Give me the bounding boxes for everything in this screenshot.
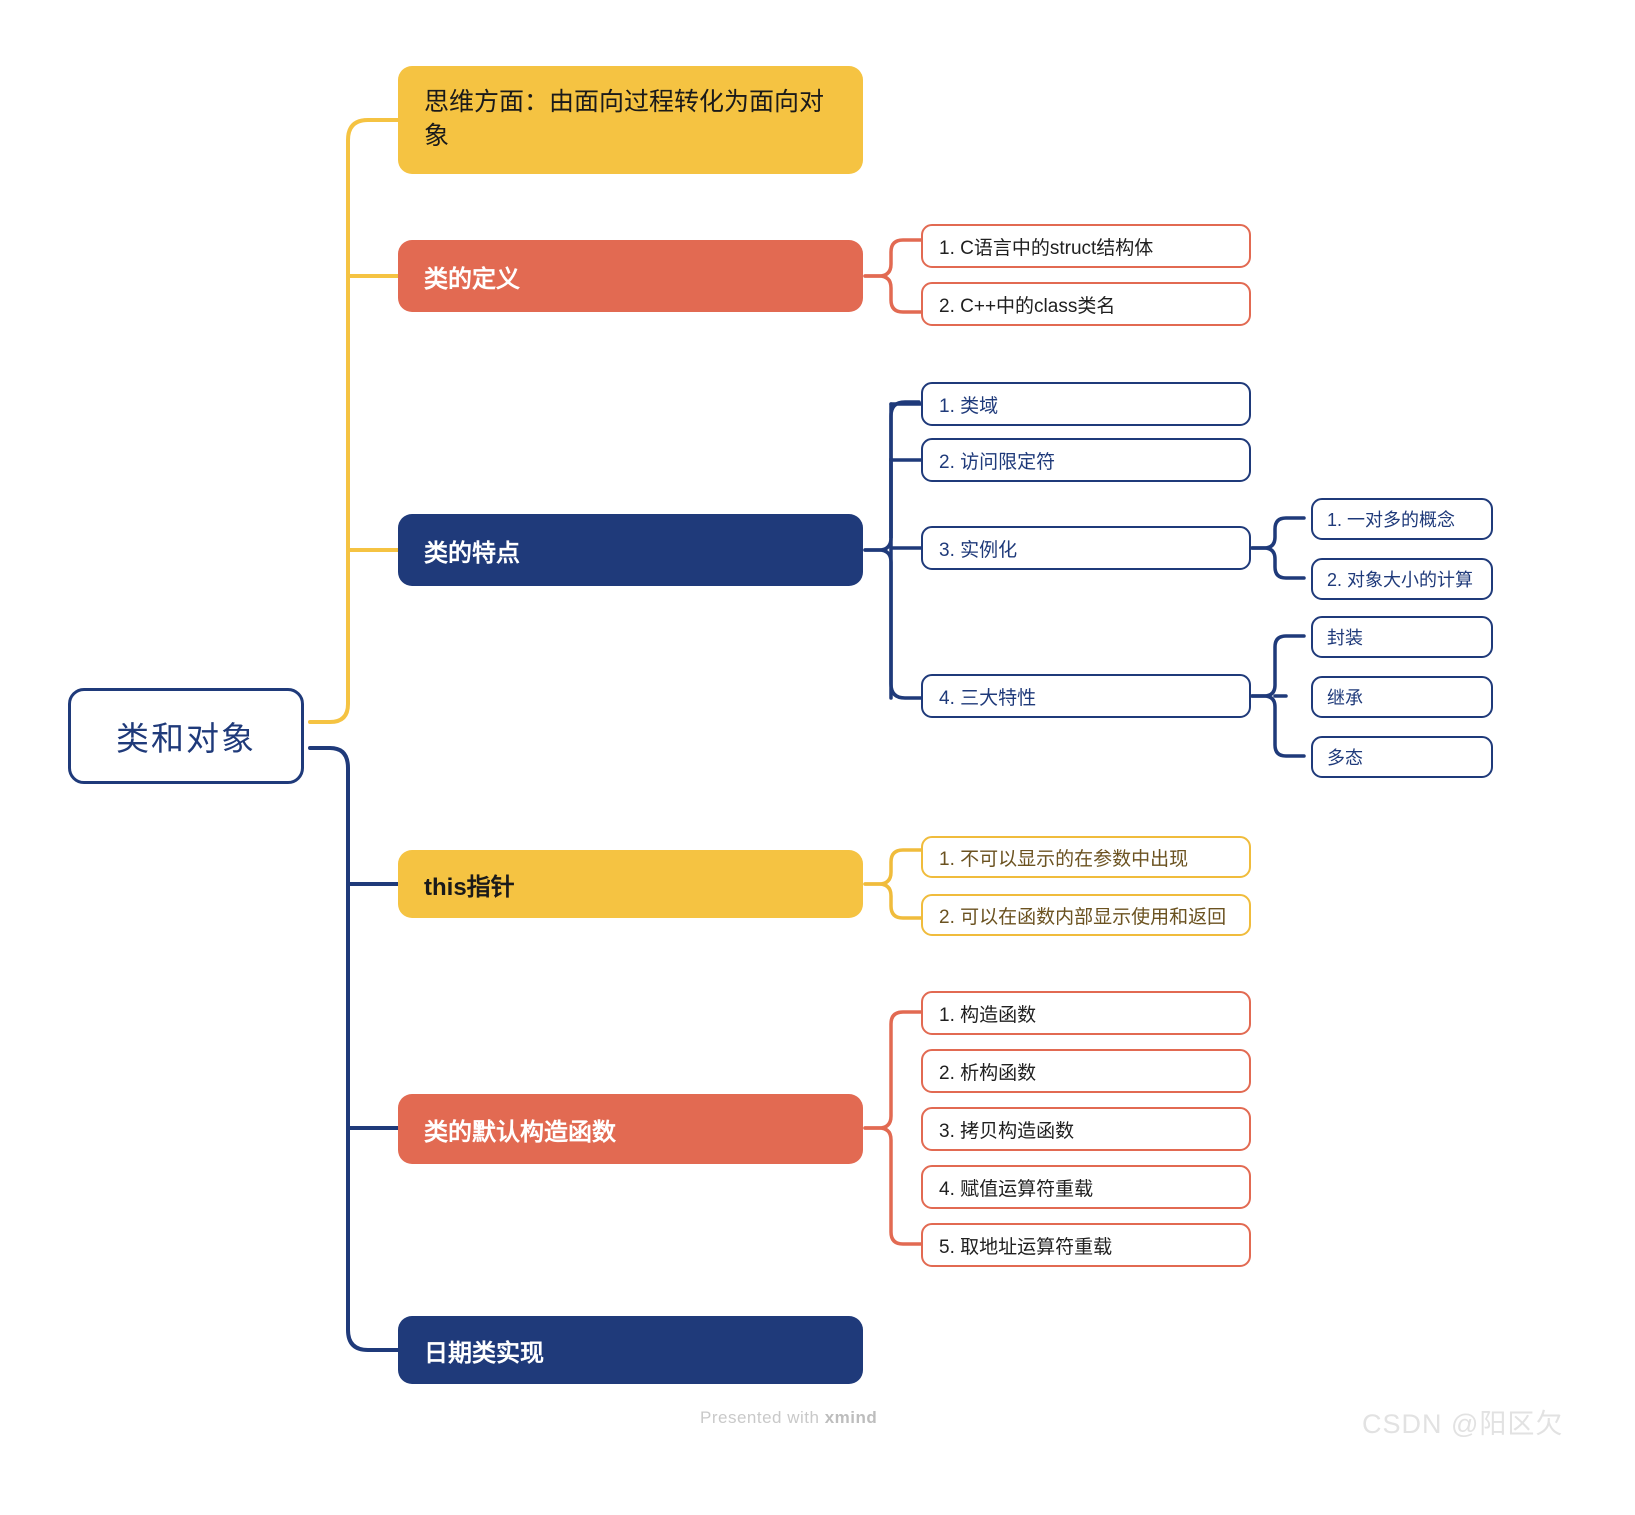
child-node-this-usable-inside[interactable]: 2. 可以在函数内部显示使用和返回 xyxy=(921,894,1251,936)
leaf-node-inheritance-label: 继承 xyxy=(1327,688,1363,708)
csdn-watermark: CSDN @阳区欠 xyxy=(1362,1409,1564,1439)
branch-node-mindset[interactable]: 思维方面：由面向过程转化为面向对象 xyxy=(398,66,863,174)
child-node-three-features[interactable]: 4. 三大特性 xyxy=(921,674,1251,718)
child-node-three-features-label: 4. 三大特性 xyxy=(939,687,1037,709)
leaf-node-object-size-label: 2. 对象大小的计算 xyxy=(1327,570,1474,590)
leaf-node-object-size[interactable]: 2. 对象大小的计算 xyxy=(1311,558,1493,600)
branch-node-class-definition[interactable]: 类的定义 xyxy=(398,240,863,312)
child-node-address-operator-label: 5. 取地址运算符重载 xyxy=(939,1236,1113,1258)
child-node-destructor-label: 2. 析构函数 xyxy=(939,1062,1037,1084)
child-node-access-specifier-label: 2. 访问限定符 xyxy=(939,451,1056,473)
branch-node-class-features[interactable]: 类的特点 xyxy=(398,514,863,586)
leaf-node-one-to-many-label: 1. 一对多的概念 xyxy=(1327,510,1456,530)
leaf-node-encapsulation-label: 封装 xyxy=(1327,628,1363,648)
child-node-this-not-in-params[interactable]: 1. 不可以显示的在参数中出现 xyxy=(921,836,1251,878)
child-node-instantiation-label: 3. 实例化 xyxy=(939,539,1018,561)
child-node-class-scope[interactable]: 1. 类域 xyxy=(921,382,1251,426)
xmind-brand-label: xmind xyxy=(824,1408,878,1427)
child-node-access-specifier[interactable]: 2. 访问限定符 xyxy=(921,438,1251,482)
leaf-node-encapsulation[interactable]: 封装 xyxy=(1311,616,1493,658)
branch-node-default-constructors-label: 类的默认构造函数 xyxy=(424,1118,616,1146)
branch-node-default-constructors[interactable]: 类的默认构造函数 xyxy=(398,1094,863,1164)
leaf-node-inheritance[interactable]: 继承 xyxy=(1311,676,1493,718)
child-node-destructor[interactable]: 2. 析构函数 xyxy=(921,1049,1251,1093)
root-node-label: 类和对象 xyxy=(116,720,256,757)
branch-node-date-class-label: 日期类实现 xyxy=(424,1339,544,1367)
child-node-assignment-operator-label: 4. 赋值运算符重载 xyxy=(939,1178,1094,1200)
child-node-class-keyword-label: 2. C++中的class类名 xyxy=(939,295,1116,317)
leaf-node-one-to-many[interactable]: 1. 一对多的概念 xyxy=(1311,498,1493,540)
child-node-struct-label: 1. C语言中的struct结构体 xyxy=(939,237,1154,259)
xmind-attribution-prefix: Presented with xyxy=(700,1408,825,1427)
branch-node-class-definition-label: 类的定义 xyxy=(424,265,520,293)
leaf-node-polymorphism[interactable]: 多态 xyxy=(1311,736,1493,778)
branch-node-this-pointer-label: this指针 xyxy=(424,873,515,901)
xmind-attribution: Presented with xmind xyxy=(700,1408,877,1428)
root-node[interactable]: 类和对象 xyxy=(68,688,304,784)
child-node-struct[interactable]: 1. C语言中的struct结构体 xyxy=(921,224,1251,268)
child-node-constructor-label: 1. 构造函数 xyxy=(939,1004,1037,1026)
branch-node-this-pointer[interactable]: this指针 xyxy=(398,850,863,918)
child-node-this-usable-inside-label: 2. 可以在函数内部显示使用和返回 xyxy=(939,906,1227,928)
child-node-instantiation[interactable]: 3. 实例化 xyxy=(921,526,1251,570)
child-node-address-operator[interactable]: 5. 取地址运算符重载 xyxy=(921,1223,1251,1267)
child-node-class-scope-label: 1. 类域 xyxy=(939,395,999,417)
leaf-node-polymorphism-label: 多态 xyxy=(1327,748,1363,768)
child-node-assignment-operator[interactable]: 4. 赋值运算符重载 xyxy=(921,1165,1251,1209)
child-node-this-not-in-params-label: 1. 不可以显示的在参数中出现 xyxy=(939,848,1189,870)
child-node-constructor[interactable]: 1. 构造函数 xyxy=(921,991,1251,1035)
branch-node-date-class[interactable]: 日期类实现 xyxy=(398,1316,863,1384)
child-node-copy-constructor-label: 3. 拷贝构造函数 xyxy=(939,1120,1075,1142)
branch-node-class-features-label: 类的特点 xyxy=(424,539,520,567)
branch-node-mindset-label: 思维方面：由面向过程转化为面向对象 xyxy=(424,88,825,150)
child-node-class-keyword[interactable]: 2. C++中的class类名 xyxy=(921,282,1251,326)
child-node-copy-constructor[interactable]: 3. 拷贝构造函数 xyxy=(921,1107,1251,1151)
